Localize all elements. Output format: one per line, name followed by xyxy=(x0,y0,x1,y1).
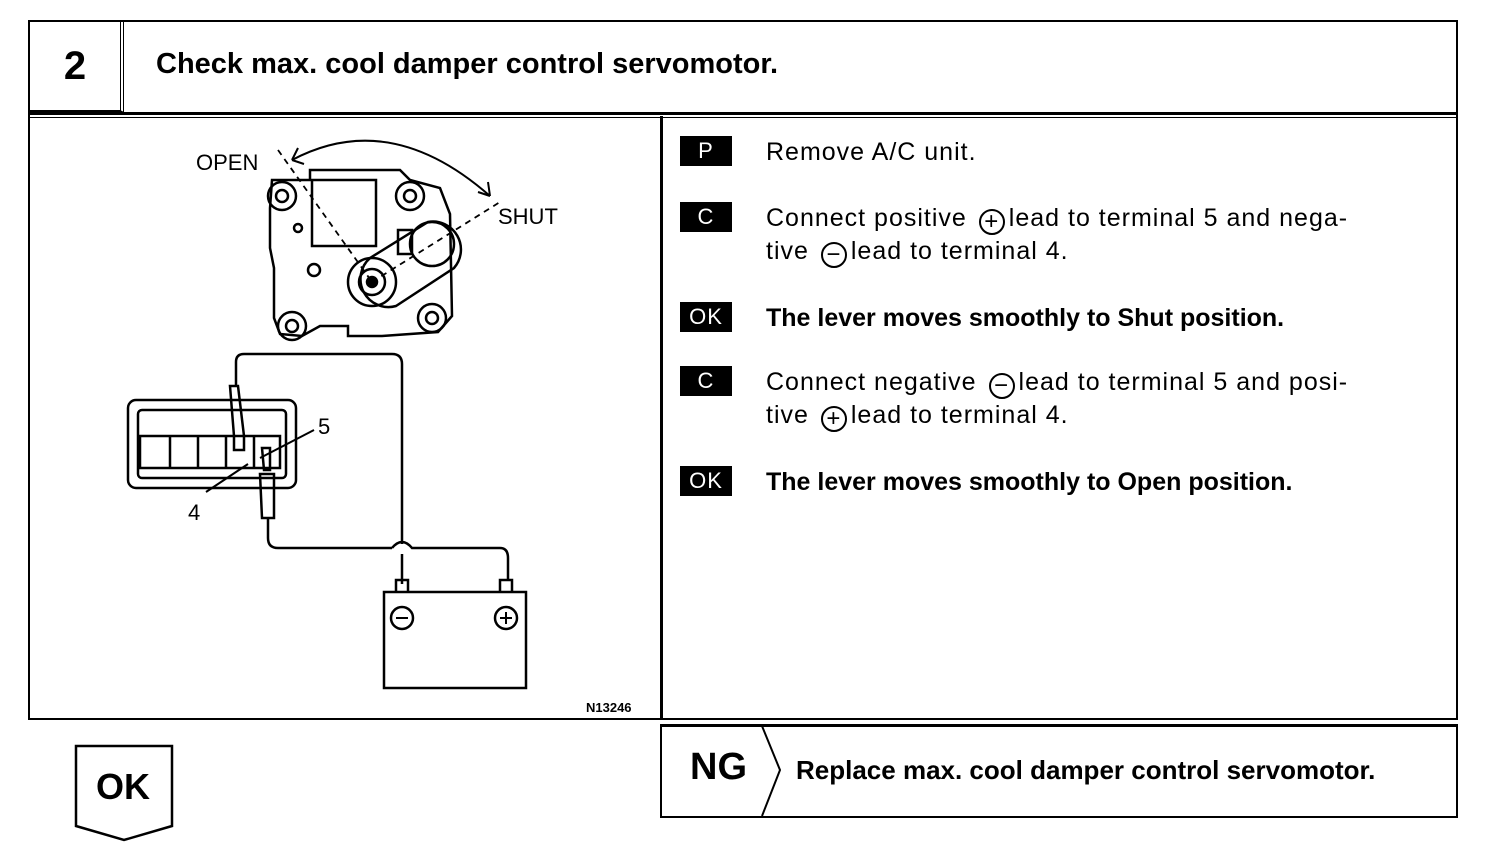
label-terminal-4: 4 xyxy=(188,500,200,525)
mount-hole xyxy=(394,180,426,212)
step-text-part: tive xyxy=(766,237,809,265)
step-tag-ok: OK xyxy=(680,302,732,332)
ng-label: NG xyxy=(690,746,747,788)
battery xyxy=(382,590,528,690)
step-row: OK The lever moves smoothly to Open posi… xyxy=(680,466,1436,499)
test-lead xyxy=(266,518,392,550)
test-lead xyxy=(391,540,510,580)
step-row: P Remove A/C unit. xyxy=(680,136,1436,169)
step-text-part: Connect positive xyxy=(766,204,967,232)
column-divider xyxy=(660,116,663,720)
ok-label: OK xyxy=(96,766,150,807)
header-divider-thin xyxy=(28,117,1458,118)
step-tag-ok: OK xyxy=(680,466,732,496)
ng-action-text: Replace max. cool damper control servomo… xyxy=(796,755,1376,785)
positive-symbol-icon: + xyxy=(978,209,1005,235)
chevron-right-icon xyxy=(761,725,782,817)
step-tag-c: C xyxy=(680,202,732,232)
step-text-part: lead to terminal 5 and posi- xyxy=(1018,368,1349,396)
step-row: C Connect negative −lead to terminal 5 a… xyxy=(680,366,1436,432)
header-divider xyxy=(28,112,1458,115)
step-text: The lever moves smoothly to Open positio… xyxy=(766,468,1293,496)
positive-symbol-icon: + xyxy=(820,406,847,432)
step-number: 2 xyxy=(28,20,124,112)
step-row: C Connect positive +lead to terminal 5 a… xyxy=(680,202,1436,268)
mount-hole xyxy=(416,302,448,334)
label-terminal-5: 5 xyxy=(318,414,330,439)
ng-result-box xyxy=(660,724,1458,818)
mount-hole xyxy=(266,180,298,212)
procedure-frame xyxy=(28,20,1458,720)
step-text-part: lead to terminal 5 and nega- xyxy=(1008,204,1349,232)
step-row: OK The lever moves smoothly to Shut posi… xyxy=(680,302,1436,335)
label-open: OPEN xyxy=(196,150,258,175)
test-lead xyxy=(234,352,404,544)
step-text: The lever moves smoothly to Shut positio… xyxy=(766,304,1285,332)
step-text-part: tive xyxy=(766,401,809,429)
figure-code: N13246 xyxy=(586,700,632,715)
mount-hole xyxy=(276,310,308,342)
ok-arrow-box xyxy=(74,744,174,842)
step-text-part: lead to terminal 4. xyxy=(850,237,1069,265)
negative-symbol-icon: − xyxy=(988,373,1015,399)
step-text-part: Connect negative xyxy=(766,368,977,396)
step-text-part: lead to terminal 4. xyxy=(850,401,1069,429)
step-text: Remove A/C unit. xyxy=(766,138,977,166)
step-tag-p: P xyxy=(680,136,732,166)
label-shut: SHUT xyxy=(498,204,558,229)
test-probe xyxy=(258,472,276,520)
servomotor-body xyxy=(268,168,454,338)
step-tag-c: C xyxy=(680,366,732,396)
step-title: Check max. cool damper control servomoto… xyxy=(156,48,779,80)
step-text: Connect positive +lead to terminal 5 and… xyxy=(766,202,1436,268)
negative-symbol-icon: − xyxy=(820,242,847,268)
step-text: Connect negative −lead to terminal 5 and… xyxy=(766,366,1436,432)
test-probe xyxy=(228,384,246,452)
servomotor-wiring-diagram: OPEN SHUT 5 4 N13246 xyxy=(126,139,632,715)
